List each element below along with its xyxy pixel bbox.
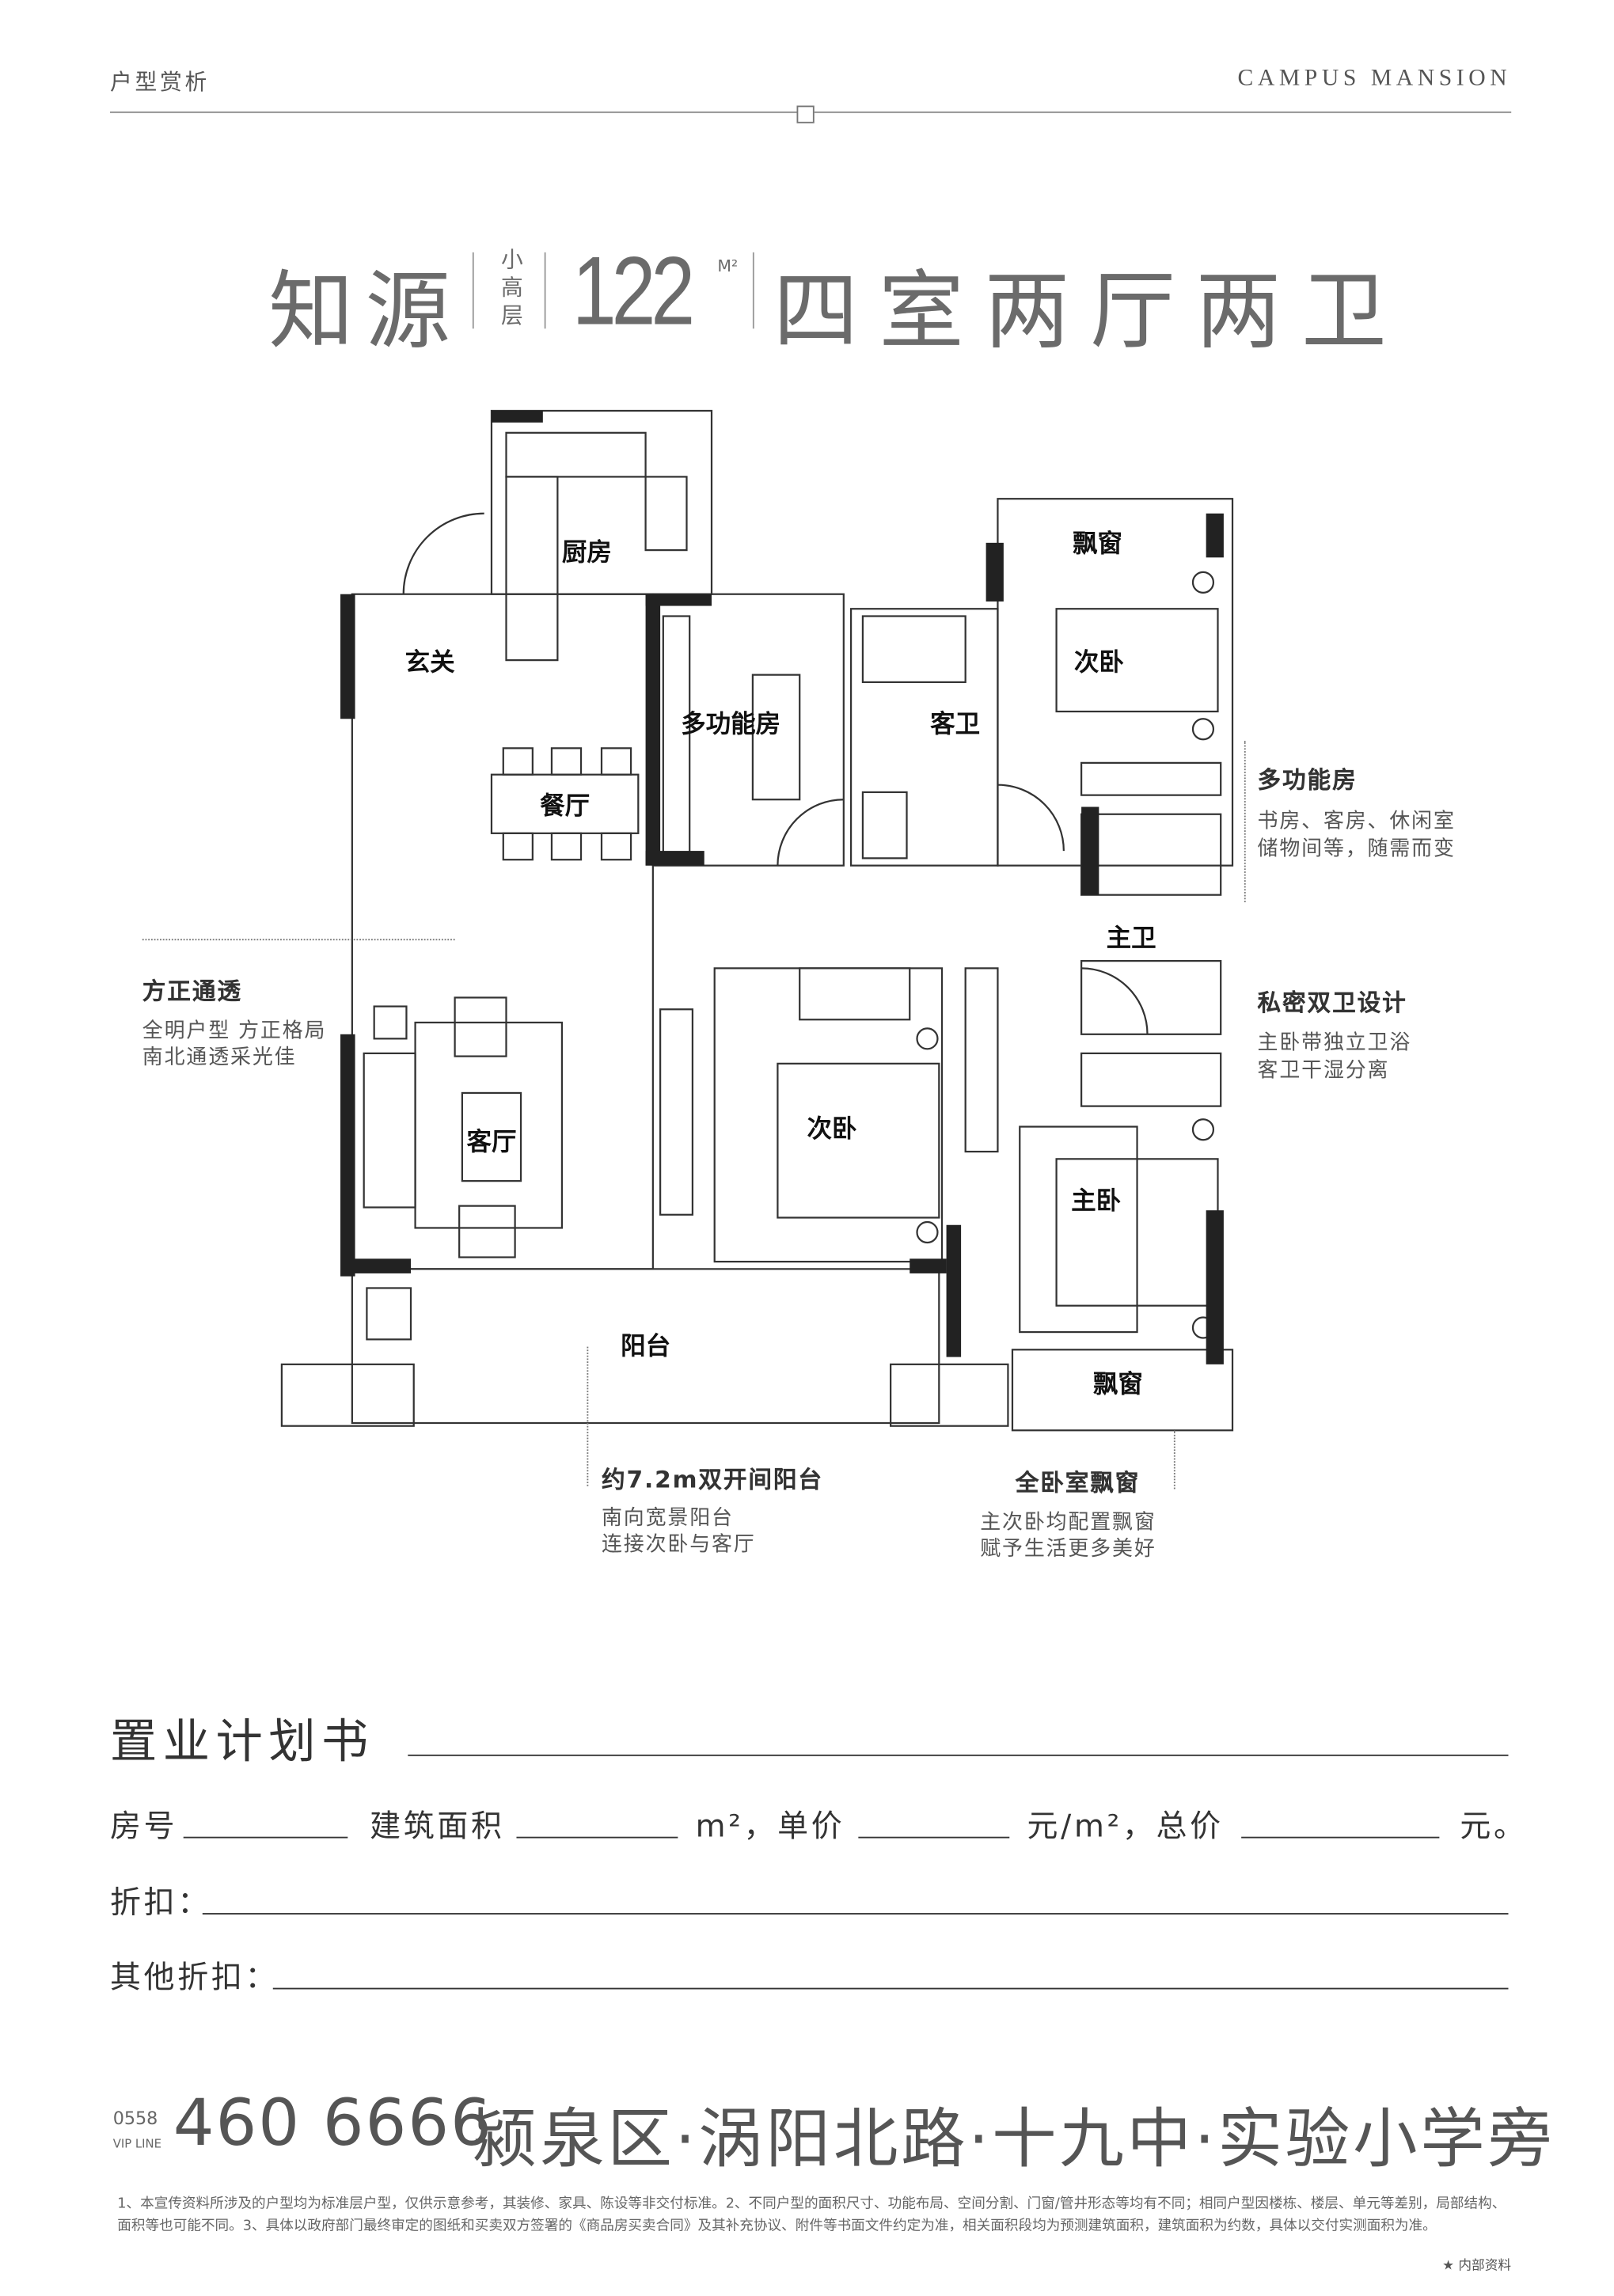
- built-area-label: 建筑面积: [370, 1808, 505, 1844]
- area-unit: M²: [717, 256, 739, 276]
- room-label-kitchen: 厨房: [562, 538, 612, 567]
- annotation-title: 方正通透: [142, 977, 242, 1005]
- discount-field[interactable]: [202, 1913, 1509, 1915]
- unit-price-field[interactable]: [858, 1836, 1010, 1839]
- annotation-text: 全明户型 方正格局: [142, 1019, 327, 1043]
- hotline-number: 460 6666: [173, 2085, 493, 2161]
- title-divider: [752, 252, 754, 329]
- section-label: 户型赏析: [110, 69, 211, 96]
- room-label-master-bedroom: 主卧: [1071, 1186, 1121, 1215]
- brand-emblem-icon: [796, 105, 815, 123]
- star-icon: ★: [1442, 2259, 1459, 2275]
- title-divider: [544, 252, 546, 329]
- annotation-text: 连接次卧与客厅: [601, 1533, 756, 1557]
- annotation-title: 多功能房: [1257, 765, 1358, 794]
- annotation-title: 约7.2m双开间阳台: [601, 1465, 823, 1493]
- annotation-text: 客卫干湿分离: [1257, 1059, 1390, 1083]
- room-label-living: 客厅: [466, 1127, 516, 1156]
- room-label-bay-window: 飘窗: [1073, 529, 1122, 558]
- unit-area: 122: [572, 236, 695, 345]
- address: 颍泉区·涡阳北路·十九中·实验小学旁: [472, 2102, 1555, 2177]
- annotation-leader: [1244, 741, 1246, 902]
- top-bedroom-outline: [997, 498, 1234, 867]
- unit-price-label: m²，单价: [695, 1808, 845, 1844]
- annotation-text: 南向宽景阳台: [601, 1506, 734, 1531]
- annotation-title: 全卧室飘窗: [1015, 1468, 1141, 1497]
- annotation-text: 书房、客房、休闲室: [1257, 810, 1456, 833]
- discount-label: 折扣：: [110, 1884, 211, 1921]
- layout-title: 四室两厅两卫: [773, 260, 1407, 361]
- annotation-leader: [1173, 1430, 1175, 1490]
- purchase-plan-heading: 置业计划书: [110, 1713, 374, 1770]
- structural-walls: [340, 411, 1224, 1364]
- title-divider: [472, 252, 474, 329]
- room-no-field[interactable]: [183, 1836, 348, 1839]
- annotation-leader: [587, 1346, 589, 1486]
- total-price-label: 元/m²，总价: [1027, 1808, 1224, 1844]
- annotation-leader: [142, 939, 455, 941]
- area-code: 0558: [112, 2108, 158, 2129]
- brand-name: CAMPUS MANSION: [1237, 66, 1512, 91]
- room-label-bay-window: 飘窗: [1093, 1370, 1143, 1398]
- room-label-multi-room: 多功能房: [681, 710, 780, 738]
- total-price-field[interactable]: [1241, 1836, 1440, 1839]
- floor-type: 小高层: [500, 246, 523, 329]
- yuan-label: 元。: [1460, 1808, 1528, 1844]
- annotation-text: 南北通透采光佳: [142, 1046, 297, 1070]
- room-label-guest-bath: 客卫: [930, 709, 980, 738]
- balcony-outline: [351, 1268, 940, 1425]
- other-discount-label: 其他折扣：: [110, 1960, 279, 1995]
- room-no-label: 房号: [110, 1808, 178, 1844]
- annotation-text: 主次卧均配置飘窗: [980, 1511, 1156, 1535]
- annotation-title: 私密双卫设计: [1257, 989, 1407, 1017]
- internal-text: 内部资料: [1458, 2259, 1512, 2275]
- annotation-text: 储物间等，随需而变: [1257, 837, 1456, 862]
- master-bath-outline: [1080, 813, 1222, 896]
- room-label-master-bath: 主卫: [1107, 924, 1156, 953]
- project-name: 知源: [268, 260, 462, 361]
- room-label-balcony: 阳台: [621, 1332, 670, 1361]
- other-discount-field[interactable]: [272, 1987, 1509, 1990]
- annotation-text: 主卧带独立卫浴: [1257, 1031, 1412, 1055]
- heading-underline: [408, 1754, 1509, 1756]
- built-area-field[interactable]: [516, 1836, 678, 1839]
- internal-material-label: ★ 内部资料: [1442, 2255, 1512, 2275]
- master-bed-outline: [1019, 1125, 1138, 1334]
- living-zone-outline: [351, 593, 654, 1270]
- room-label-bedroom: 次卧: [807, 1115, 856, 1144]
- room-label-dining: 餐厅: [540, 792, 590, 821]
- disclaimer: 1、本宣传资料所涉及的户型均为标准层户型，仅供示意参考，其装修、家具、陈设等非交…: [117, 2195, 1506, 2235]
- room-label-bedroom: 次卧: [1074, 648, 1124, 677]
- floor-plan: 厨房 玄关 多功能房 客卫 飘窗 次卧 餐厅 主卫 客厅 次卧 主卧 阳台 飘窗: [280, 409, 1234, 1432]
- annotation-text: 赋予生活更多美好: [980, 1537, 1156, 1562]
- room-label-entrance: 玄关: [405, 648, 456, 677]
- vip-line-label: VIP LINE: [112, 2137, 162, 2151]
